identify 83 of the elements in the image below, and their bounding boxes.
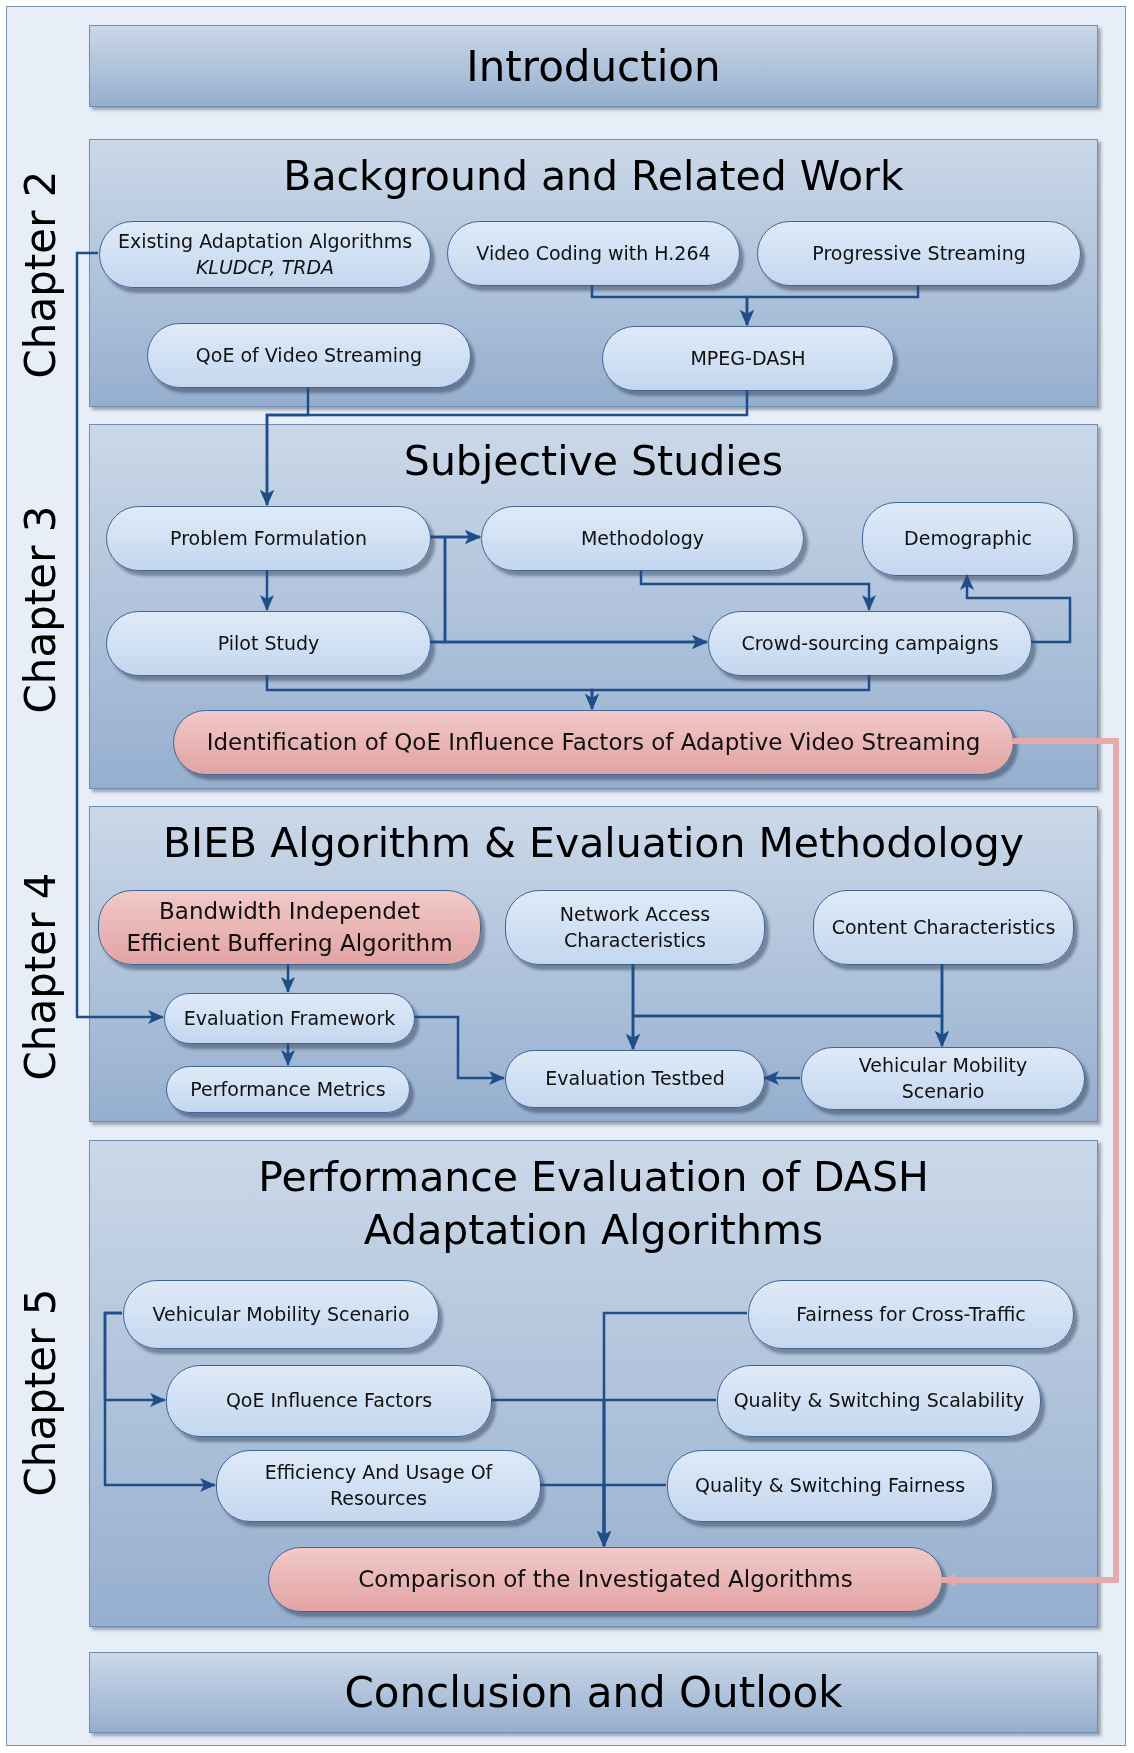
- arrow: [763, 1071, 800, 1085]
- node-label: Problem Formulation: [169, 525, 368, 551]
- process-box: [106, 506, 431, 571]
- node-label: Bandwidth Independet Efficient Buffering Algorithm: [125, 897, 454, 958]
- process-box: [801, 1047, 1085, 1110]
- chapter-panel: [89, 806, 1098, 1122]
- node-label: Identification of QoE Influence Factors of Adaptive Video Streaming: [205, 727, 982, 757]
- process-box: [123, 1280, 439, 1349]
- node-label: Progressive Streaming: [811, 240, 1027, 266]
- arrow: [260, 390, 749, 506]
- process-box: [813, 890, 1074, 965]
- node-label: Existing Adaptation Algorithms: [116, 228, 414, 254]
- process-box: [166, 1066, 410, 1113]
- process-box: [147, 323, 471, 388]
- node-label: QoE of Video Streaming: [194, 342, 424, 368]
- process-box: [708, 611, 1032, 676]
- section-title: BIEB Algorithm & Evaluation Methodology: [161, 818, 1026, 869]
- process-box: [216, 1450, 541, 1522]
- process-box: [757, 221, 1081, 286]
- chapter-label: Chapter 2: [15, 170, 65, 378]
- process-box: [505, 1050, 765, 1108]
- process-box: [268, 1547, 943, 1612]
- arrow: [103, 1311, 216, 1492]
- process-box: [602, 326, 894, 391]
- arrow: [281, 964, 295, 993]
- section-title: Performance Evaluation of DASH Adaptation Algorithms: [257, 1152, 930, 1257]
- process-box: [98, 890, 481, 965]
- arrow: [414, 1015, 505, 1085]
- node-label: Vehicular Mobility Scenario: [857, 1052, 1029, 1104]
- chapter-panel: [89, 1140, 1098, 1627]
- node-label: Demographic: [903, 526, 1033, 552]
- arrow: [260, 570, 274, 611]
- node-label: Crowd-sourcing campaigns: [740, 630, 1000, 656]
- section-band: [89, 25, 1098, 107]
- arrow: [430, 635, 708, 649]
- arrow: [585, 675, 871, 710]
- node-label: Content Characteristics: [830, 914, 1057, 940]
- process-box: [164, 993, 415, 1044]
- arrow: [639, 570, 876, 611]
- process-box: [862, 502, 1074, 576]
- node-label: Methodology: [579, 525, 706, 551]
- process-box: [447, 221, 740, 286]
- process-box: [505, 890, 765, 965]
- section-title: Introduction: [466, 41, 721, 91]
- node-label: Evaluation Framework: [182, 1005, 397, 1031]
- node-label: KLUDCP, TRDA: [194, 254, 336, 280]
- node-label: Pilot Study: [216, 630, 321, 656]
- process-box: [748, 1280, 1074, 1349]
- node-label: MPEG-DASH: [689, 345, 807, 371]
- node-label: Vehicular Mobility Scenario: [151, 1301, 411, 1327]
- section-title: Subjective Studies: [402, 436, 785, 487]
- node-label: Performance Metrics: [189, 1076, 387, 1102]
- section-band: [89, 1652, 1098, 1733]
- process-box: [717, 1365, 1041, 1437]
- process-box: [106, 611, 431, 676]
- node-label: Comparison of the Investigated Algorithms: [357, 1564, 854, 1594]
- node-label: Evaluation Testbed: [544, 1066, 726, 1092]
- arrow: [740, 285, 920, 326]
- process-box: [166, 1365, 492, 1437]
- node-label: Network Access Characteristics: [558, 901, 712, 953]
- arrow: [75, 251, 164, 1024]
- chapter-label: Chapter 4: [15, 872, 65, 1080]
- arrow: [941, 738, 1119, 1587]
- arrow: [935, 964, 949, 1047]
- process-box: [667, 1450, 993, 1522]
- node-label: QoE Influence Factors: [224, 1388, 434, 1414]
- process-box: [481, 506, 804, 571]
- chapter-label: Chapter 5: [15, 1288, 65, 1496]
- section-title: Background and Related Work: [282, 151, 905, 202]
- section-title: Conclusion and Outlook: [344, 1668, 843, 1717]
- chapter-panel: [89, 139, 1098, 407]
- chapter-panel: [89, 424, 1098, 789]
- node-label: Video Coding with H.264: [475, 240, 712, 266]
- node-label: Quality & Switching Scalability: [732, 1388, 1026, 1414]
- process-box: [173, 710, 1014, 775]
- arrow: [281, 1043, 295, 1066]
- chapter-label: Chapter 3: [15, 505, 65, 713]
- process-box: [99, 221, 431, 288]
- arrow: [960, 574, 1072, 644]
- node-label: Fairness for Cross-Traffic: [795, 1301, 1027, 1327]
- node-label: Quality & Switching Fairness: [693, 1473, 967, 1499]
- arrow: [597, 1483, 666, 1547]
- node-label: Efficiency And Usage Of Resources: [263, 1460, 494, 1511]
